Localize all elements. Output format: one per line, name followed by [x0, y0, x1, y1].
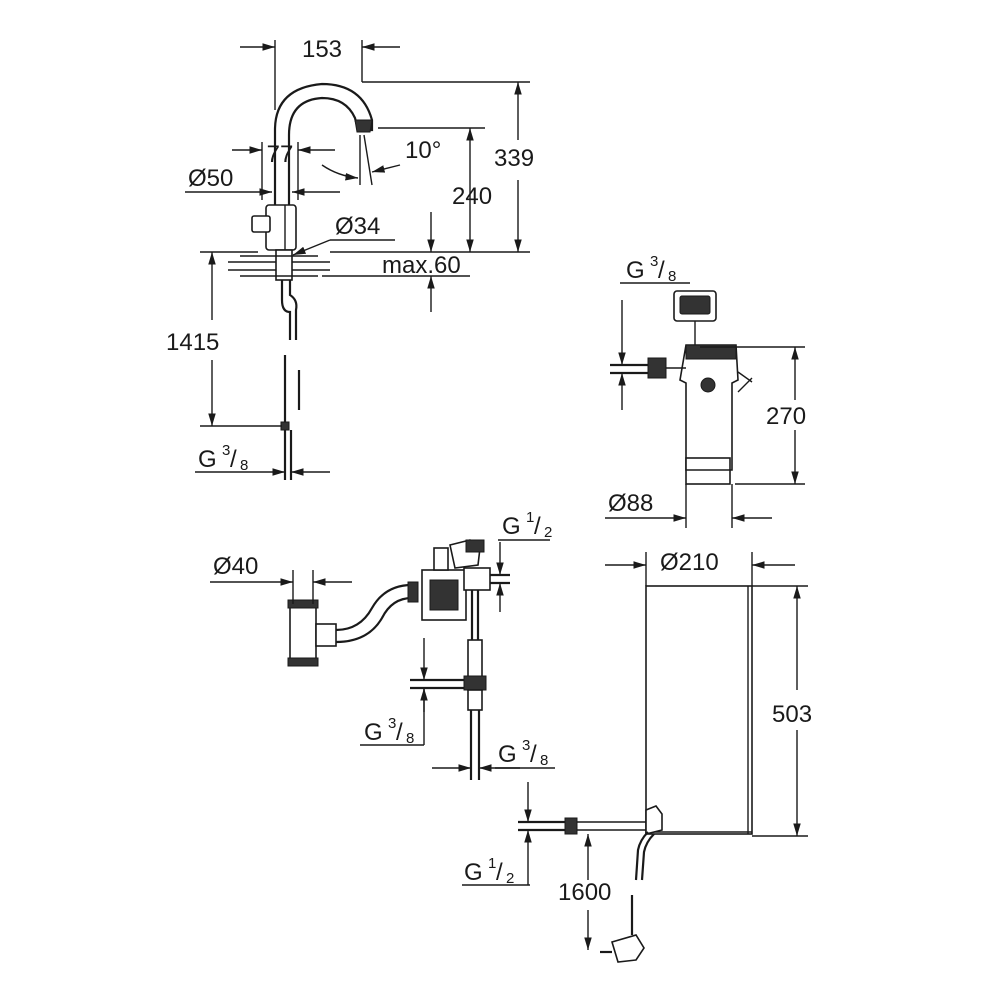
dim-cable-length: 1600 — [558, 879, 611, 906]
svg-text:8: 8 — [406, 730, 414, 747]
hose-right — [288, 280, 298, 340]
svg-text:8: 8 — [540, 752, 548, 769]
hose-left — [280, 280, 292, 340]
dim-angle-10: 10° — [405, 137, 441, 164]
svg-text:/: / — [658, 257, 665, 284]
svg-text:3: 3 — [650, 253, 658, 270]
svg-text:1: 1 — [526, 509, 534, 526]
faucet-drawing: 153 77 10° Ø50 Ø34 240 339 — [166, 36, 534, 480]
power-plug — [611, 934, 645, 963]
svg-text:3: 3 — [388, 715, 396, 732]
valve-top-connection-label: G 1 / 2 — [502, 509, 552, 541]
dim-width-153: 153 — [302, 36, 342, 63]
aerator — [354, 119, 373, 133]
boiler-tank — [645, 585, 753, 835]
svg-text:/: / — [496, 859, 503, 886]
svg-text:3: 3 — [522, 737, 530, 754]
drain-tee — [289, 603, 317, 665]
boiler-inlet-fitting — [564, 817, 578, 835]
svg-text:G: G — [502, 513, 521, 540]
svg-text:8: 8 — [668, 268, 676, 285]
dim-spout-height: 240 — [452, 183, 492, 210]
svg-text:/: / — [530, 741, 537, 768]
valve-side-connection-label: G 3 / 8 — [364, 715, 414, 747]
valve-bottom-connection-label: G 3 / 8 — [498, 737, 548, 769]
svg-text:3: 3 — [222, 442, 230, 459]
filter-base — [685, 457, 731, 485]
dim-offset-77: 77 — [267, 141, 294, 168]
dim-filter-height: 270 — [766, 403, 806, 430]
svg-text:/: / — [534, 513, 541, 540]
hose-fitting — [280, 421, 290, 431]
svg-text:G: G — [626, 257, 645, 284]
svg-text:G: G — [198, 446, 217, 473]
dim-drain-diameter: Ø40 — [213, 553, 258, 580]
drain-hose — [335, 583, 413, 632]
svg-text:G: G — [498, 741, 517, 768]
filter-connection-label: G 3 / 8 — [626, 253, 676, 285]
dim-boiler-height: 503 — [772, 701, 812, 728]
boiler-connector — [645, 805, 663, 836]
dim-deck-thickness: max.60 — [382, 252, 461, 279]
filter-drawing: G 3 / 8 270 Ø88 — [605, 253, 806, 528]
boiler-connection-label: G 1 / 2 — [464, 855, 514, 887]
valve-assembly-drawing: Ø40 G 1 / 2 G 3 / 8 G 3 / 8 — [210, 509, 555, 780]
svg-text:/: / — [230, 446, 237, 473]
svg-text:2: 2 — [544, 524, 552, 541]
filter-head — [685, 344, 737, 360]
svg-text:2: 2 — [506, 870, 514, 887]
dim-body-diameter: Ø50 — [188, 165, 233, 192]
faucet-connection-label: G 3 / 8 — [198, 442, 248, 474]
dim-filter-diameter: Ø88 — [608, 490, 653, 517]
svg-text:1: 1 — [488, 855, 496, 872]
power-cable — [634, 831, 649, 881]
dim-total-height: 339 — [494, 145, 534, 172]
svg-text:G: G — [464, 859, 483, 886]
valve-junction — [463, 675, 487, 691]
filter-cartridge — [679, 344, 739, 471]
boiler-drawing: Ø210 503 G 1 / 2 1600 — [462, 549, 812, 963]
faucet-lever — [251, 215, 271, 233]
dim-hose-length: 1415 — [166, 329, 219, 356]
dim-hole-diameter: Ø34 — [335, 213, 380, 240]
svg-text:/: / — [396, 719, 403, 746]
svg-text:8: 8 — [240, 457, 248, 474]
svg-text:G: G — [364, 719, 383, 746]
dim-boiler-diameter: Ø210 — [660, 549, 719, 576]
filter-knob — [700, 377, 716, 393]
shank — [275, 249, 293, 281]
filter-inlet-valve — [647, 357, 667, 379]
